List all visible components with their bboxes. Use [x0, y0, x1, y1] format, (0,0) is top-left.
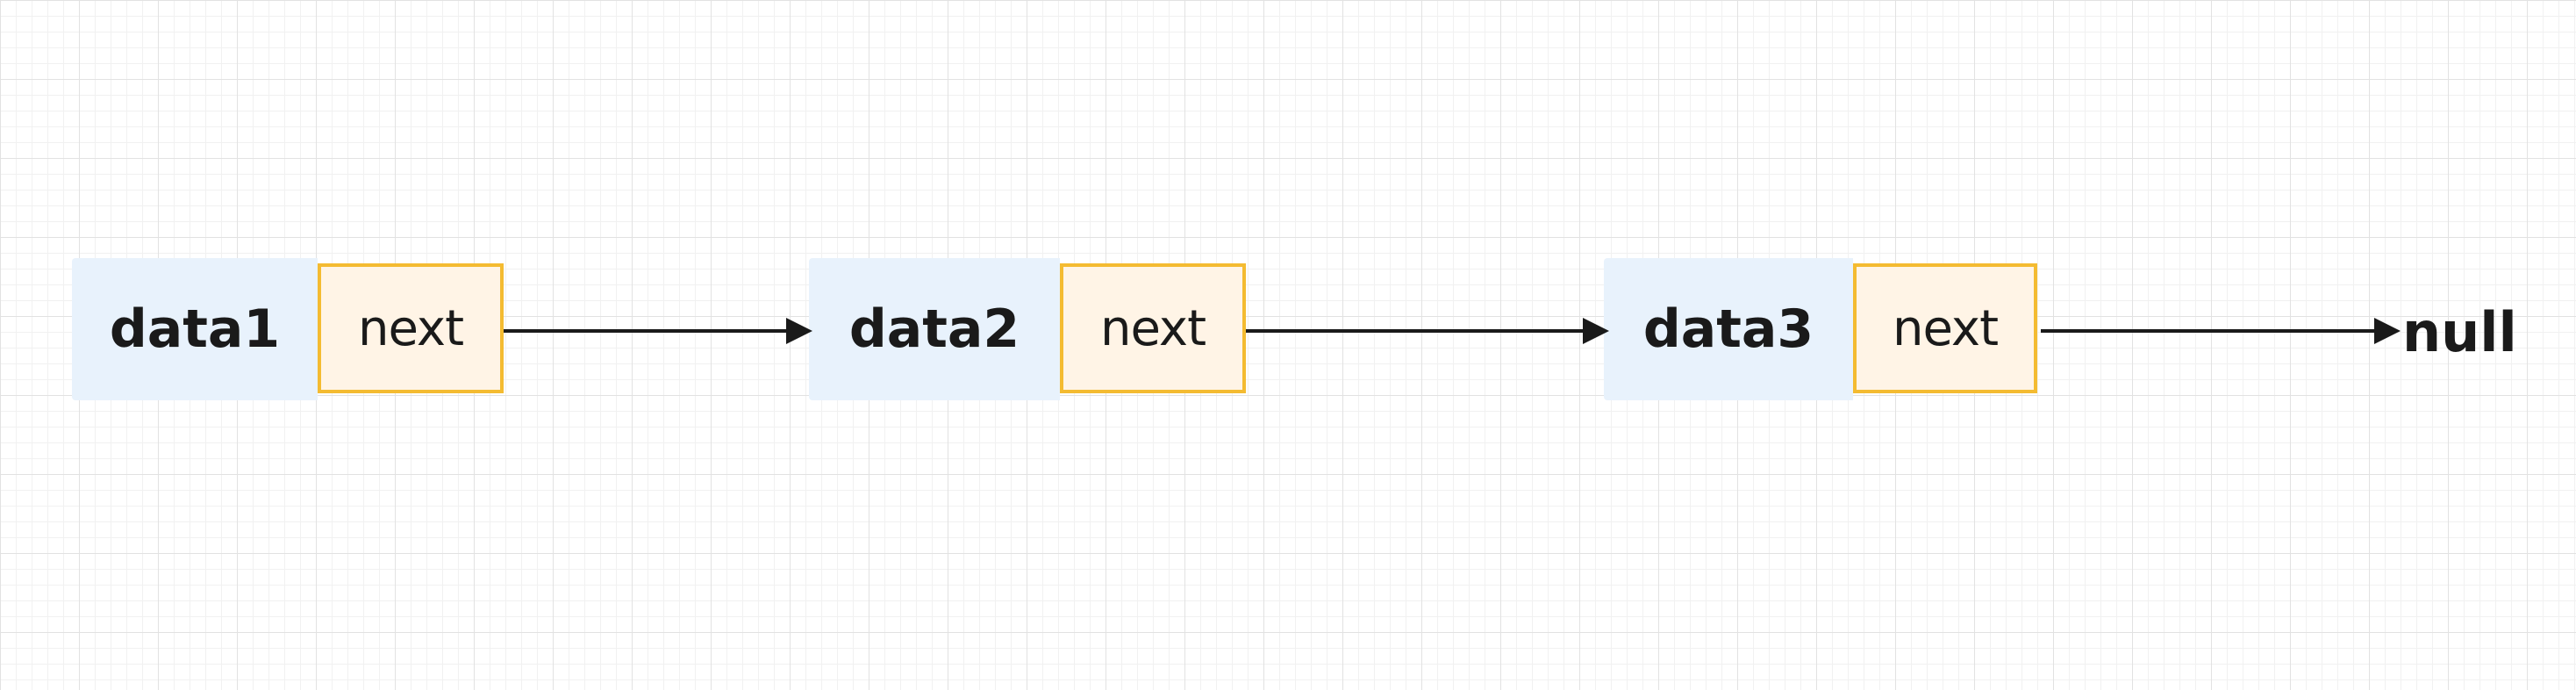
- null-terminal-label: null: [2402, 300, 2517, 364]
- list-node-2: data2 next: [809, 258, 1246, 400]
- arrow-node1-to-node2: [504, 318, 812, 344]
- arrow-node2-to-node3: [1246, 318, 1609, 344]
- node-next-pointer: next: [318, 263, 504, 393]
- node-next-label: next: [357, 299, 464, 357]
- node-data-label: data1: [109, 298, 281, 360]
- node-next-pointer: next: [1853, 263, 2037, 393]
- node-data-label: data2: [848, 298, 1020, 360]
- node-data-cell: data3: [1604, 258, 1853, 400]
- node-data-cell: data2: [809, 258, 1060, 400]
- arrow-node3-to-null: [2041, 318, 2401, 344]
- node-next-pointer: next: [1060, 263, 1246, 393]
- list-node-3: data3 next: [1604, 258, 2037, 400]
- node-next-label: next: [1892, 299, 1999, 357]
- node-next-label: next: [1099, 299, 1206, 357]
- node-data-label: data3: [1642, 298, 1814, 360]
- node-data-cell: data1: [72, 258, 318, 400]
- list-node-1: data1 next: [72, 258, 504, 400]
